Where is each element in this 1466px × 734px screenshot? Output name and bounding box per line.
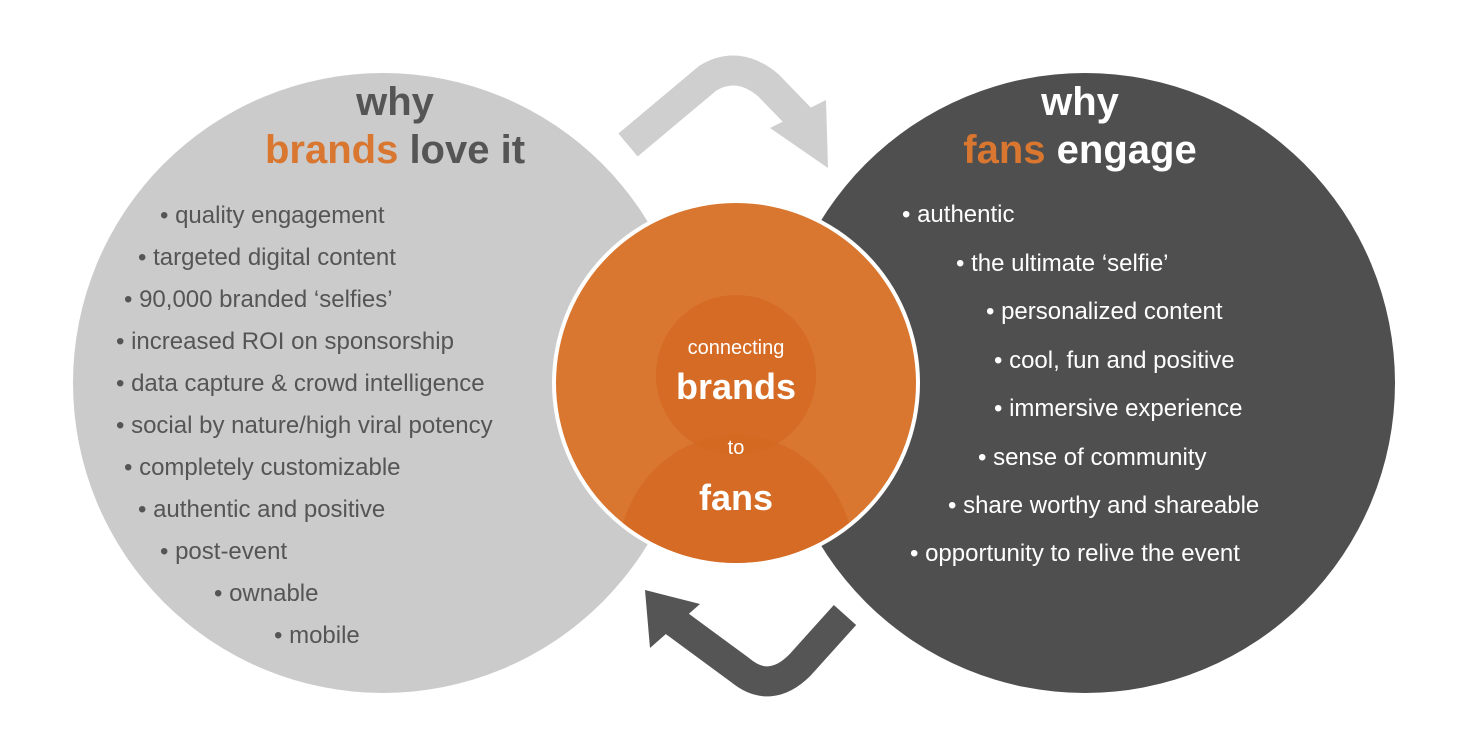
right-heading-title: fans engage	[870, 130, 1290, 170]
left-heading: why brands love it	[190, 82, 600, 170]
list-item: opportunity to relive the event	[910, 542, 1240, 566]
top-arrow	[618, 55, 828, 168]
right-heading-accent: fans	[963, 128, 1046, 172]
center-brands-text: brands	[675, 366, 797, 407]
list-item: immersive experience	[994, 397, 1242, 421]
list-item: personalized content	[986, 300, 1222, 324]
list-item: 90,000 branded ‘selfies’	[124, 288, 393, 312]
list-item: sense of community	[978, 446, 1206, 470]
right-heading-why: why	[1041, 80, 1119, 124]
list-item: completely customizable	[124, 456, 400, 480]
right-heading: why fans engage	[870, 82, 1290, 170]
list-item: authentic	[902, 203, 1014, 227]
list-item: ownable	[214, 582, 318, 606]
right-heading-rest: engage	[1045, 128, 1197, 172]
center-fans-text: fans	[698, 477, 774, 518]
left-heading-title: brands love it	[190, 130, 600, 170]
list-item: cool, fun and positive	[994, 349, 1234, 373]
list-item: post-event	[160, 540, 287, 564]
center-connecting-text: connecting	[687, 337, 785, 359]
list-item: increased ROI on sponsorship	[116, 330, 454, 354]
left-heading-rest: love it	[398, 128, 526, 172]
left-heading-accent: brands	[264, 128, 399, 172]
list-item: share worthy and shareable	[948, 494, 1259, 518]
list-item: mobile	[274, 624, 360, 648]
center-to-text: to	[727, 437, 745, 459]
list-item: the ultimate ‘selfie’	[956, 252, 1168, 276]
bottom-arrow	[645, 590, 857, 697]
list-item: targeted digital content	[138, 246, 396, 270]
list-item: quality engagement	[160, 204, 384, 228]
center-person-figure	[618, 295, 854, 563]
right-circle	[775, 73, 1395, 693]
list-item: authentic and positive	[138, 498, 385, 522]
list-item: social by nature/high viral potency	[116, 414, 493, 438]
left-heading-why: why	[356, 80, 434, 124]
list-item: data capture & crowd intelligence	[116, 372, 485, 396]
